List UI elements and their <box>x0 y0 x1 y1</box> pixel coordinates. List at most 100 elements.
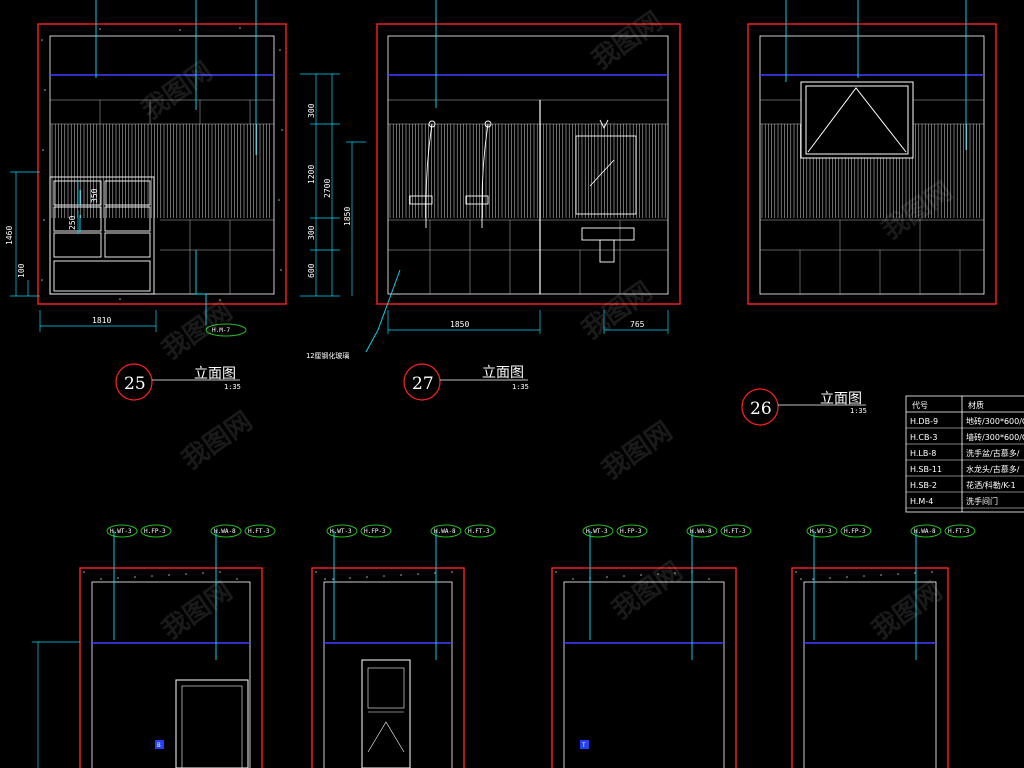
table-border <box>905 395 1024 513</box>
material-tag-ellipse <box>806 524 838 538</box>
dim-350: 350 <box>90 188 99 203</box>
elevation-number: 27 <box>412 374 434 394</box>
elevation-27: 300 1200 2700 300 600 1850 1850 765 12厘钢… <box>300 0 681 401</box>
leader-lines <box>79 0 257 325</box>
window-frame <box>800 81 914 159</box>
marker-label: B <box>157 742 161 749</box>
material-tag: H.FP-3 <box>844 528 866 535</box>
table-cell-code: H.DB-9 <box>910 417 938 426</box>
inner-outline <box>803 581 937 768</box>
dim-1850-horizontal: 1850 <box>450 320 469 329</box>
material-tag-ellipse <box>205 323 247 337</box>
material-tag: H.WA-8 <box>914 528 936 535</box>
dim-1460: 1460 <box>5 226 14 245</box>
material-tag-ellipse <box>464 524 496 538</box>
watermark: 我图网 <box>157 576 238 645</box>
material-tag-ellipse <box>210 524 242 538</box>
inner-outline <box>563 581 725 768</box>
material-tag-ellipse <box>360 524 392 538</box>
material-tag-ellipse <box>326 524 358 538</box>
material-tag-ellipse <box>106 524 138 538</box>
wall-outline <box>79 567 263 768</box>
dim-600: 600 <box>307 263 316 278</box>
material-tag: H.WA-8 <box>434 528 456 535</box>
dimension-lines <box>10 171 157 332</box>
material-tag: H.FP-3 <box>364 528 386 535</box>
elevation-number: 25 <box>124 374 146 394</box>
material-tag: H.WA-8 <box>690 528 712 535</box>
elevation-25: 1810 1460 100 350 250 H.M-7 25 立面图 1:35 <box>5 0 287 401</box>
leader-lines <box>785 0 967 150</box>
dim-100: 100 <box>17 263 26 278</box>
table-header-material: 材质 <box>968 400 984 410</box>
table-cell-material: 墙砖/300*600/C <box>966 432 1024 442</box>
material-tag-ellipse <box>244 524 276 538</box>
table-cell-material: 水龙头/古慕多/ <box>966 464 1020 474</box>
watermark: 我图网 <box>877 176 958 245</box>
dim-765: 765 <box>630 320 645 329</box>
table-cell-code: H.SB-2 <box>910 481 937 490</box>
elevation-number: 26 <box>750 399 772 419</box>
concrete-hatch <box>41 27 283 301</box>
glass-note: 12厘钢化玻璃 <box>306 351 349 360</box>
elevation-title: 立面图 <box>482 365 524 381</box>
watermark: 我图网 <box>137 56 218 125</box>
tall-cabinet-glass <box>367 721 405 753</box>
dim-1200: 1200 <box>307 165 316 184</box>
material-tag: H.FP-3 <box>620 528 642 535</box>
dim-1810: 1810 <box>92 316 111 325</box>
dim-1850-vertical: 1850 <box>343 207 352 226</box>
tall-cabinet <box>361 659 411 768</box>
door-leaf <box>181 685 243 768</box>
table-cell-code: H.CB-3 <box>910 433 937 442</box>
material-tag-ellipse <box>910 524 942 538</box>
elevation-number-circle <box>115 363 153 401</box>
wall-outline <box>747 23 997 305</box>
material-tag-ellipse <box>582 524 614 538</box>
material-tag: H.FP-3 <box>144 528 166 535</box>
marker-box <box>155 740 164 749</box>
material-tag: H.WT-3 <box>810 528 832 535</box>
material-tag: H.FT-3 <box>468 528 490 535</box>
elevation-26: 26 立面图 1:35 <box>741 0 997 426</box>
storage-cabinet <box>49 176 155 295</box>
material-tag: H.WT-3 <box>110 528 132 535</box>
elevation-title: 立面图 <box>194 366 236 382</box>
marker-label: T <box>582 742 586 749</box>
material-tag: H.FT-3 <box>248 528 270 535</box>
dim-300-top: 300 <box>307 103 316 118</box>
striped-feature-wall <box>51 124 270 218</box>
lower-details: B T <box>32 641 589 768</box>
watermark: 我图网 <box>577 276 658 345</box>
table-cell-material: 地砖/300*600/C <box>966 416 1024 426</box>
material-tag-ellipse <box>686 524 718 538</box>
material-tag: H.FT-3 <box>948 528 970 535</box>
table-cell-code: H.SB-11 <box>910 465 942 474</box>
wall-outline <box>311 567 465 768</box>
marker-box <box>580 740 589 749</box>
elevation-scale: 1:35 <box>224 383 241 391</box>
inner-outline <box>91 581 251 768</box>
elevation-title: 立面图 <box>820 391 862 407</box>
tile-grid <box>388 99 668 294</box>
inner-outline <box>387 35 669 295</box>
mirror-and-basin <box>575 119 637 263</box>
elevation-number-circle <box>403 363 441 401</box>
material-tag: H.WT-3 <box>586 528 608 535</box>
material-tag-ellipse <box>840 524 872 538</box>
material-tag-ellipse <box>720 524 752 538</box>
table-cell-material: 洗手盆/古慕多/ <box>966 448 1020 458</box>
watermark: 我图网 <box>597 416 678 485</box>
tall-cabinet-panel <box>367 667 405 709</box>
table-cell-material: 洗手间门 <box>966 496 998 506</box>
tile-grid <box>50 99 274 294</box>
lower-elevation: H.WT-3 H.FP-3 H.WA-8 H.FT-3 <box>791 524 976 768</box>
table-cell-code: H.M-4 <box>910 497 933 506</box>
inner-outline <box>49 35 275 295</box>
dimension-lines <box>300 73 669 334</box>
material-tag: H.FT-3 <box>724 528 746 535</box>
watermark: 我图网 <box>587 6 668 75</box>
